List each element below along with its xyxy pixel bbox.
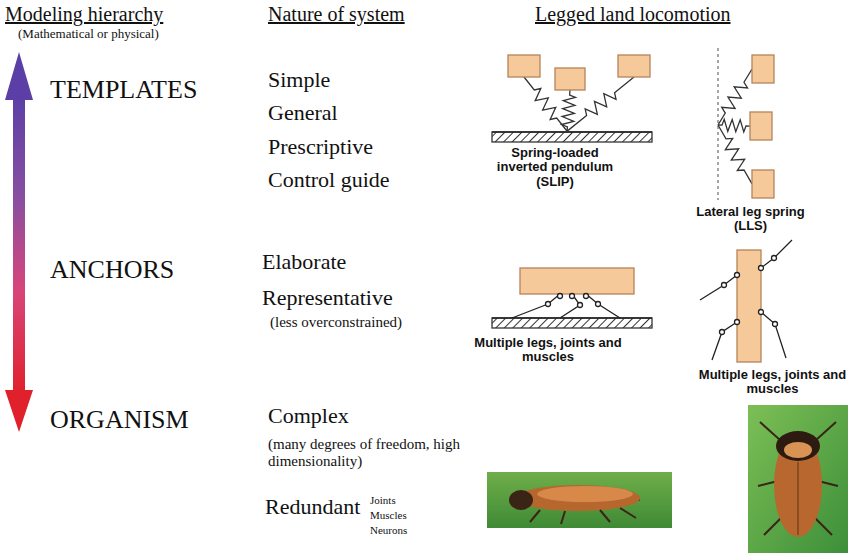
anchor-side-model	[492, 268, 652, 328]
property-text: Control guide	[268, 168, 468, 192]
model-caption: Multiple legs, joints and muscles	[473, 336, 623, 365]
column-heading: Nature of system	[268, 3, 468, 25]
property-text: General	[268, 101, 468, 125]
hierarchy-arrow	[5, 52, 33, 432]
cockroach-photo-side	[487, 472, 672, 528]
property-text: Prescriptive	[268, 135, 468, 159]
level-name: TEMPLATES	[50, 76, 240, 105]
column-heading: Legged land locomotion	[535, 3, 835, 25]
model-caption: Lateral leg spring (LLS)	[683, 205, 818, 234]
property-text: Redundant	[265, 495, 375, 519]
anchor-top-model	[700, 240, 792, 362]
property-note: (many degrees of freedom, high dimension…	[268, 436, 508, 469]
column-subheading: (Mathematical or physical)	[18, 27, 248, 41]
property-text: Representative	[262, 286, 472, 310]
property-text: Complex	[268, 404, 478, 428]
level-name: ANCHORS	[50, 256, 240, 285]
model-caption: Spring-loaded inverted pendulum (SLIP)	[485, 146, 625, 189]
property-text: Elaborate	[262, 250, 472, 274]
redundancy-item: Neurons	[370, 524, 450, 536]
column-heading: Modeling hierarchy	[5, 3, 235, 25]
property-note: (less overconstrained)	[270, 314, 480, 331]
level-name: ORGANISM	[50, 406, 250, 435]
cockroach-photo-top	[748, 405, 848, 553]
model-caption: Multiple legs, joints and muscles	[695, 368, 850, 397]
lls-model	[713, 48, 774, 200]
slip-model	[492, 55, 652, 142]
redundancy-item: Joints	[370, 494, 450, 506]
property-text: Simple	[268, 68, 468, 92]
redundancy-item: Muscles	[370, 509, 450, 521]
